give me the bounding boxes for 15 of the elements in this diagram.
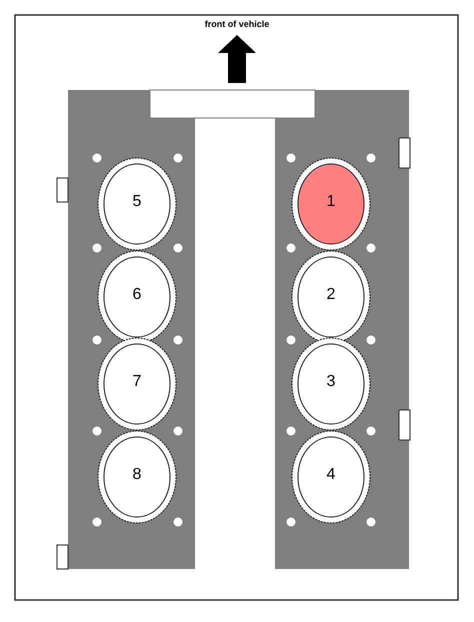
cylinder-bore bbox=[291, 430, 371, 524]
cylinder-number: 8 bbox=[132, 466, 142, 484]
cylinder-bore bbox=[97, 157, 177, 251]
cylinder-number: 1 bbox=[326, 193, 336, 211]
cylinder-bore bbox=[97, 430, 177, 524]
cylinder-number: 3 bbox=[326, 373, 336, 391]
cylinder-number: 6 bbox=[132, 286, 142, 304]
cylinder-bore bbox=[291, 157, 371, 251]
cylinder-number: 2 bbox=[326, 286, 336, 304]
cylinder-bore bbox=[291, 337, 371, 431]
cylinder-bore bbox=[97, 337, 177, 431]
cylinder-number: 5 bbox=[132, 193, 142, 211]
direction-label: front of vehicle bbox=[204, 19, 270, 29]
cylinder-number: 7 bbox=[132, 373, 142, 391]
cylinder-number: 4 bbox=[326, 466, 336, 484]
